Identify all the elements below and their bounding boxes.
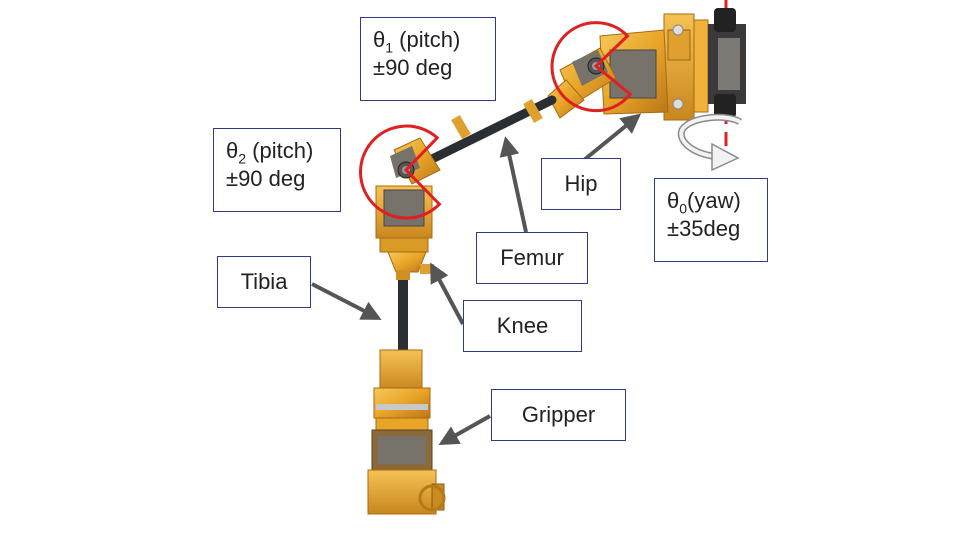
theta1-title: θ1 (pitch)	[373, 27, 461, 56]
femur-leader-arrow	[499, 136, 528, 233]
knee-pitch-arc	[359, 124, 442, 220]
knee-leader-arrow	[430, 262, 465, 325]
theta2-range: ±90 deg	[226, 166, 306, 191]
theta0-range: ±35deg	[667, 216, 741, 241]
gripper-label: Gripper	[491, 389, 626, 441]
theta1-label: θ1 (pitch) ±90 deg	[360, 17, 496, 101]
hip-label: Hip	[541, 158, 621, 210]
femur-label: Femur	[476, 232, 588, 284]
theta0-label: θ0(yaw) ±35deg	[654, 178, 768, 262]
yaw-rotation-arrow	[677, 113, 742, 172]
knee-label: Knee	[463, 300, 582, 352]
hip-pitch-arc	[550, 21, 633, 113]
tibia-label: Tibia	[217, 256, 311, 308]
tibia-leader-arrow	[311, 282, 382, 320]
theta2-label: θ2 (pitch) ±90 deg	[213, 128, 341, 212]
hip-leader-arrow	[582, 113, 642, 162]
hip-mount	[663, 8, 746, 121]
theta0-title: θ0(yaw)	[667, 188, 741, 217]
theta2-title: θ2 (pitch)	[226, 138, 314, 167]
gripper-assembly	[367, 349, 446, 515]
theta1-range: ±90 deg	[373, 55, 453, 80]
gripper-leader-arrow	[438, 414, 491, 445]
knee-joint-block	[375, 137, 441, 274]
tibia-link	[396, 270, 410, 350]
